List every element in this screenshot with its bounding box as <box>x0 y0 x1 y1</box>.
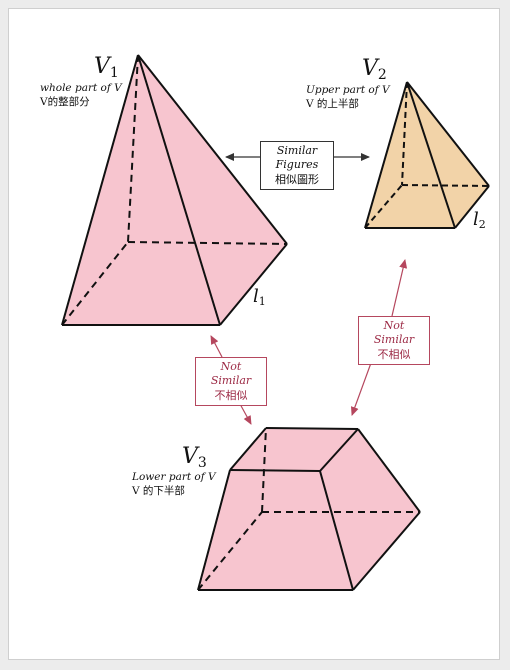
not-similar-label-left-zh: 不相似 <box>214 388 248 402</box>
v1-description-zh: V的整部分 <box>40 96 90 108</box>
not-similar-label-right: Not Similar <box>373 319 415 347</box>
edge-l1-label: l1 <box>253 286 266 308</box>
v3-description-en: Lower part of V <box>132 471 216 483</box>
not-similar-box-right: Not Similar 不相似 <box>358 316 430 365</box>
v2-symbol: V2 <box>362 56 387 83</box>
v1-symbol: V1 <box>94 54 119 81</box>
ns-right-arrow-up <box>391 259 408 317</box>
v3-description-zh: V 的下半部 <box>132 485 185 497</box>
ns-left-arrow-up <box>210 335 223 358</box>
pyramid-v2-fill <box>365 82 489 228</box>
pyramid-v2 <box>364 81 490 229</box>
not-similar-box-left: Not Similar 不相似 <box>195 357 267 406</box>
frustum-v3-fill <box>198 428 420 590</box>
similar-figures-box: Similar Figures 相似圖形 <box>260 141 334 190</box>
v2-description-zh: V 的上半部 <box>306 98 359 110</box>
not-similar-label-right-zh: 不相似 <box>377 347 411 361</box>
v1-description-en: whole part of V <box>40 82 122 94</box>
edge-l2-label: l2 <box>473 209 486 231</box>
frustum-v3 <box>197 427 421 591</box>
pyramid-v1 <box>61 54 288 326</box>
similar-figures-label: Similar Figures <box>275 144 319 172</box>
pyramid-v1-fill <box>62 55 287 325</box>
similar-figures-label-zh: 相似圖形 <box>275 172 319 186</box>
v2-description-en: Upper part of V <box>306 84 390 96</box>
v3-symbol: V3 <box>182 444 207 471</box>
not-similar-label-left: Not Similar <box>210 360 252 388</box>
